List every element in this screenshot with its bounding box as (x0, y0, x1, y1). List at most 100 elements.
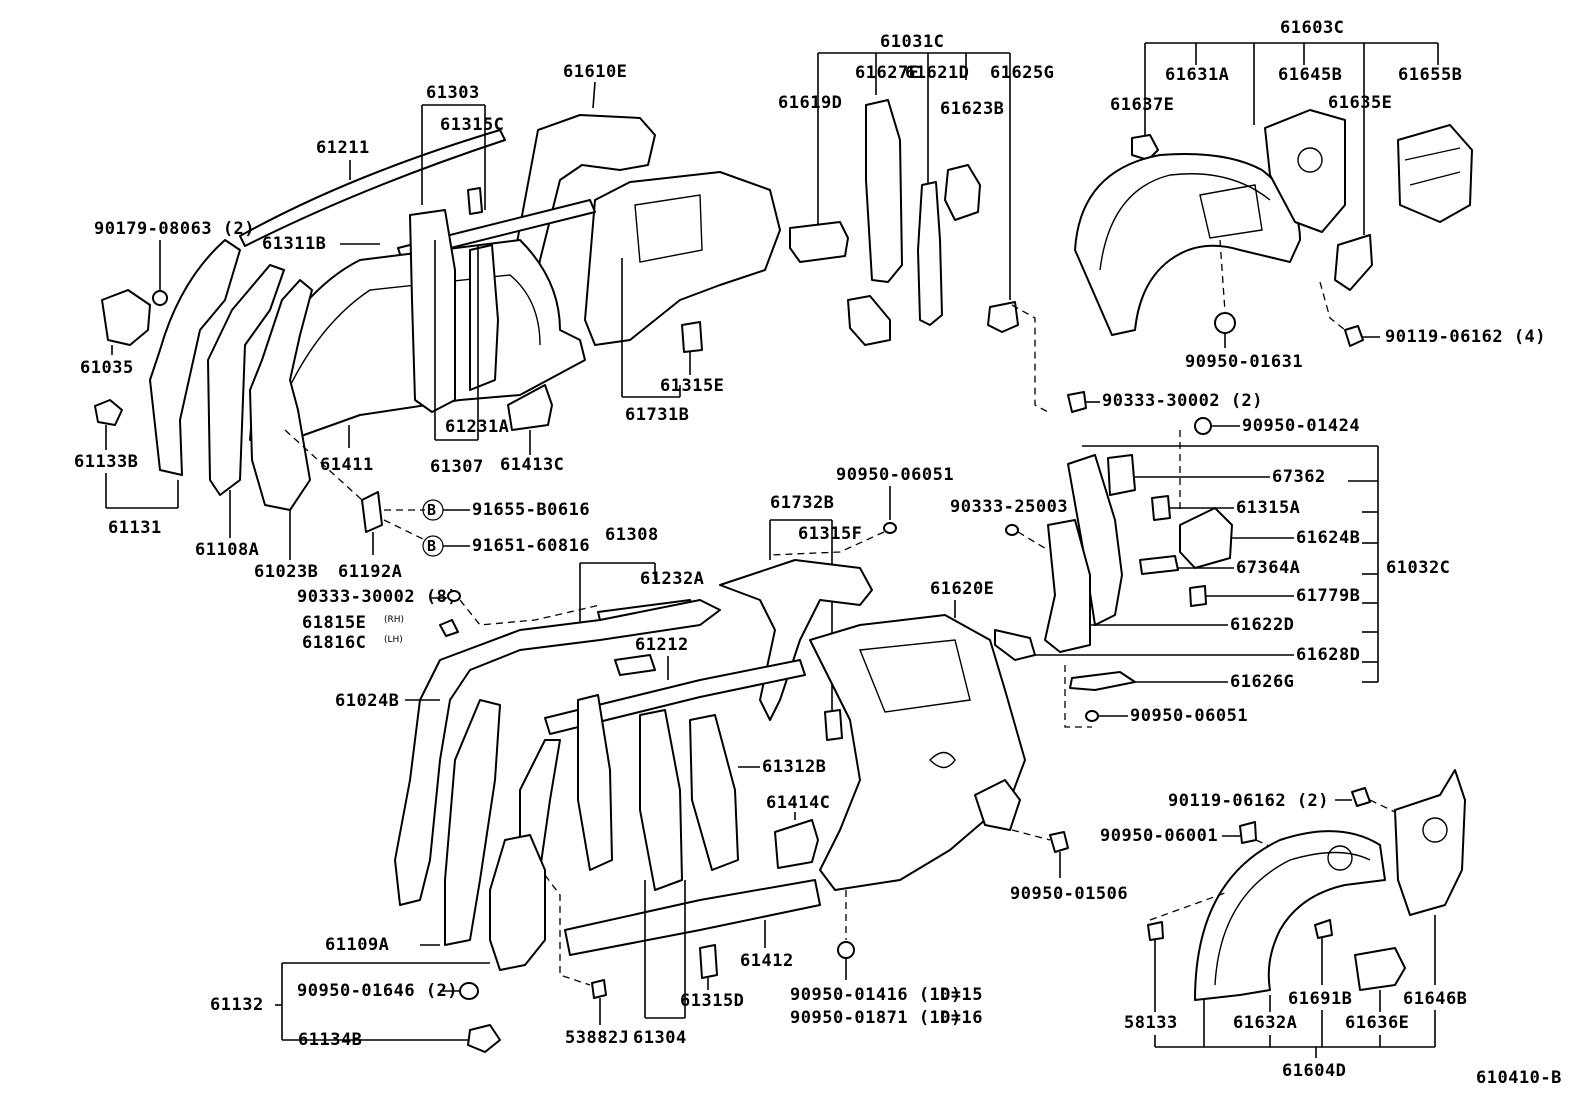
fastener-90950-06051a (883, 522, 897, 534)
part-61636E (1354, 947, 1406, 991)
part-61637E (1131, 134, 1159, 161)
part-61211-roofrail (239, 129, 506, 247)
label-61031C: 61031C (880, 32, 944, 52)
label-61413C: 61413C (500, 455, 564, 475)
label-61024B: 61024B (335, 691, 399, 711)
label-61315F: 61315F (798, 524, 862, 544)
label-67362: 67362 (1272, 467, 1326, 487)
label-61816C-side: (LH) (384, 635, 403, 645)
part-61635E (1334, 234, 1373, 291)
part-61304-pillar (639, 709, 683, 891)
part-61312B-pillar (689, 714, 739, 871)
part-61779B (1189, 585, 1207, 607)
label-90950-01871: 90950-01871 (10) (790, 1008, 962, 1028)
part-61315E (681, 321, 703, 353)
label-61622D: 61622D (1230, 615, 1294, 635)
part-61024B-roofside (394, 599, 721, 906)
label-61108A: 61108A (195, 540, 259, 560)
part-61815E (439, 619, 459, 637)
part-61627E (847, 295, 891, 346)
part-61212-bow (614, 654, 656, 676)
label-61192A: 61192A (338, 562, 402, 582)
label-67364A: 67364A (1236, 558, 1300, 578)
label-90119-06162-2: 90119-06162 (2) (1168, 791, 1329, 811)
part-61413C (507, 384, 553, 431)
label-61731B: 61731B (625, 405, 689, 425)
fastener-90333-30002-2 (1067, 391, 1087, 413)
label-61232A: 61232A (640, 569, 704, 589)
part-53882J (591, 979, 607, 999)
part-61315A (1151, 495, 1171, 521)
bolt-91651-60816: B (422, 535, 444, 557)
fastener-90950-06051b (1085, 710, 1099, 722)
label-90119-06162-4: 90119-06162 (4) (1385, 327, 1546, 347)
fastener-90950-01631 (1214, 312, 1236, 334)
label-61619D: 61619D (778, 93, 842, 113)
label-90950-01424: 90950-01424 (1242, 416, 1360, 436)
label-61212: 61212 (635, 635, 689, 655)
fastener-90950-01646 (459, 982, 479, 1000)
fastener-90950-01424 (1194, 417, 1212, 435)
part-61625G (987, 301, 1019, 333)
label-61816C: 61816C (302, 633, 366, 653)
label-61603C: 61603C (1280, 18, 1344, 38)
part-61621D-rail (917, 181, 943, 326)
label-61621D: 61621D (905, 63, 969, 83)
label-61655B: 61655B (1398, 65, 1462, 85)
label-90950-06051-a: 90950-06051 (836, 465, 954, 485)
part-61623B (944, 164, 981, 221)
part-61108A-apillar (207, 264, 285, 496)
label-61815E-side: (RH) (384, 615, 404, 625)
label-61628D: 61628D (1296, 645, 1360, 665)
fastener-90119-06162b (1351, 787, 1371, 807)
label-61624B: 61624B (1296, 528, 1360, 548)
part-61732B-rail (719, 559, 873, 721)
label-90333-30002-8: 90333-30002 (8) (297, 587, 458, 607)
part-61315D (699, 944, 718, 979)
svg-text:B: B (427, 537, 436, 555)
label-61133B: 61133B (74, 452, 138, 472)
part-61626G (1069, 671, 1136, 691)
label-61645B: 61645B (1278, 65, 1342, 85)
label-90950-01631: 90950-01631 (1185, 352, 1303, 372)
part-61109A-pillar (444, 699, 501, 946)
label-61623B: 61623B (940, 99, 1004, 119)
part-61231A (469, 244, 499, 391)
label-61308: 61308 (605, 525, 659, 545)
label-61626G: 61626G (1230, 672, 1294, 692)
label-61815E: 61815E (302, 613, 366, 633)
label-61109A: 61109A (325, 935, 389, 955)
bracket-61032C (1082, 445, 1379, 683)
label-61032C: 61032C (1386, 558, 1450, 578)
part-61133B (94, 399, 123, 426)
part-61315C (467, 187, 483, 215)
part-61035 (101, 289, 151, 346)
label-61311B: 61311B (262, 234, 326, 254)
bracket-61304 (644, 880, 686, 1019)
part-61624B (1179, 507, 1233, 569)
part-61610E-lower (584, 171, 781, 346)
bracket-61131 (105, 473, 179, 509)
label-61315C: 61315C (440, 115, 504, 135)
label-61627E: 61627E (855, 63, 919, 83)
bracket-61307 (434, 240, 479, 441)
label-61779B: 61779B (1296, 586, 1360, 606)
fastener-90119-06162a (1344, 325, 1364, 347)
fastener-90333-25003 (1005, 524, 1019, 536)
label-61134B: 61134B (298, 1030, 362, 1050)
part-61622D (1044, 519, 1091, 653)
label-61411: 61411 (320, 455, 374, 475)
part-61412-rocker (564, 879, 821, 956)
part-61414C (774, 819, 819, 869)
label-61023B: 61023B (254, 562, 318, 582)
label-61604D: 61604D (1282, 1061, 1346, 1081)
label-61231A: 61231A (445, 417, 509, 437)
fastener-90179-08063 (152, 290, 168, 306)
label-61610E: 61610E (563, 62, 627, 82)
part-61628D (994, 629, 1036, 661)
label-61211: 61211 (316, 138, 370, 158)
label-90179-08063: 90179-08063 (2) (94, 219, 255, 239)
label-61732B: 61732B (770, 493, 834, 513)
part-61619D (789, 221, 849, 263)
